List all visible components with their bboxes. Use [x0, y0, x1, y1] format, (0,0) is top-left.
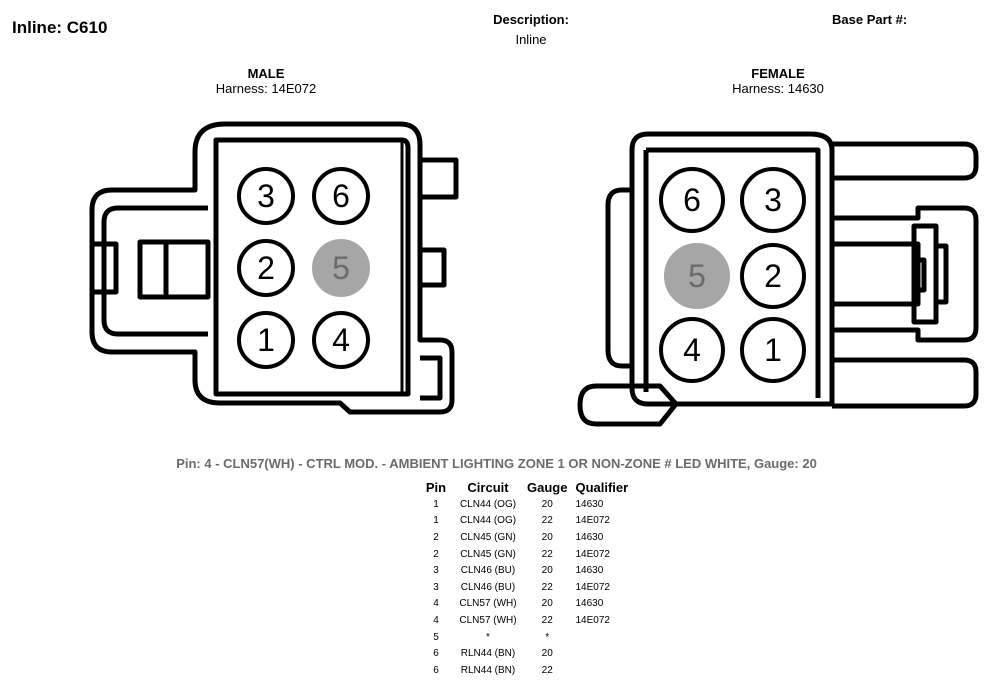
circuit-cell: CLN45 (GN)	[460, 531, 516, 543]
circuit-cell: RLN44 (BN)	[460, 664, 516, 676]
pin-cell: 1	[433, 498, 439, 510]
female-pin-label-6: 6	[683, 182, 701, 218]
female-pin-label-5: 5	[688, 258, 706, 294]
male-harness: Harness: 14E072	[215, 81, 317, 96]
gauge-cell: 20	[541, 498, 553, 510]
male-pin-label-4: 4	[332, 322, 350, 358]
qualifier-cell: 14E072	[575, 548, 610, 560]
header-circuit: Circuit	[467, 480, 509, 495]
base-part-label: Base Part #:	[832, 12, 908, 27]
qualifier-cell	[569, 629, 637, 646]
gauge-cell: *	[545, 631, 550, 643]
circuit-cell: CLN45 (GN)	[460, 548, 516, 560]
connector-title: Inline: C610	[12, 18, 108, 37]
gauge-cell: 22	[541, 664, 553, 676]
pin-cell: 3	[433, 565, 439, 577]
female-pin-3[interactable]	[740, 167, 806, 233]
male-pin-label-2: 2	[257, 250, 275, 286]
pin-cell: 3	[433, 581, 439, 593]
female-pin-2[interactable]	[740, 243, 806, 309]
qualifier-cell: 14630	[575, 498, 604, 510]
male-pin-label-5: 5	[332, 250, 350, 286]
circuit-cell: RLN44 (BN)	[460, 648, 516, 660]
pin-cell: 2	[433, 548, 439, 560]
table-row: 6 RLN44 (BN) 22	[421, 662, 637, 679]
table-row: 2 CLN45 (GN) 20 14630	[421, 529, 637, 546]
gauge-cell: 20	[541, 531, 553, 543]
pin-cell: 6	[433, 648, 439, 660]
circuit-cell: *	[486, 631, 490, 643]
gauge-cell: 22	[541, 614, 553, 626]
qualifier-cell: 14630	[575, 531, 604, 543]
gauge-cell: 20	[541, 648, 553, 660]
gauge-cell: 22	[541, 581, 553, 593]
pin-cell: 4	[433, 614, 439, 626]
male-pin-3[interactable]	[237, 167, 295, 225]
gauge-cell: 22	[541, 548, 553, 560]
circuit-cell: CLN44 (OG)	[459, 498, 517, 510]
description-label: Description:	[493, 12, 569, 27]
female-pin-5[interactable]	[664, 243, 730, 309]
female-pin-label-1: 1	[764, 332, 782, 368]
male-pin-5[interactable]	[312, 239, 370, 297]
table-row: 5 * *	[421, 629, 637, 646]
table-row: 1 CLN44 (OG) 20 14630	[421, 496, 637, 513]
female-harness: Harness: 14630	[732, 81, 824, 96]
table-row: 3 CLN46 (BU) 20 14630	[421, 562, 637, 579]
female-pin-6[interactable]	[659, 167, 725, 233]
pin-cell: 6	[433, 664, 439, 676]
male-pin-2[interactable]	[237, 239, 295, 297]
table-row: 2 CLN45 (GN) 22 14E072	[421, 546, 637, 563]
female-pin-1[interactable]	[740, 317, 806, 383]
male-pin-4[interactable]	[312, 311, 370, 369]
qualifier-cell: 14E072	[575, 614, 610, 626]
female-pin-4[interactable]	[659, 317, 725, 383]
male-pin-label-3: 3	[257, 178, 275, 214]
male-pin-1[interactable]	[237, 311, 295, 369]
gauge-cell: 22	[541, 515, 553, 527]
table-row: 4 CLN57 (WH) 20 14630	[421, 596, 637, 613]
female-pin-label-3: 3	[764, 182, 782, 218]
circuit-cell: CLN57 (WH)	[459, 598, 517, 610]
table-row: 6 RLN44 (BN) 20	[421, 645, 637, 662]
pin-cell: 1	[433, 515, 439, 527]
description-value: Inline	[515, 32, 547, 47]
circuit-cell: CLN57 (WH)	[459, 614, 517, 626]
header-qualifier: Qualifier	[575, 480, 629, 495]
male-title: MALE	[247, 66, 285, 81]
gauge-cell: 20	[541, 565, 553, 577]
circuit-cell: CLN44 (OG)	[459, 515, 517, 527]
qualifier-cell	[569, 662, 637, 679]
qualifier-cell	[569, 645, 637, 662]
female-title: FEMALE	[751, 66, 805, 81]
male-pin-label-1: 1	[257, 322, 275, 358]
female-pin-label-4: 4	[683, 332, 701, 368]
qualifier-cell: 14E072	[575, 515, 610, 527]
circuit-cell: CLN46 (BU)	[460, 565, 516, 577]
gauge-cell: 20	[541, 598, 553, 610]
table-row: 4 CLN57 (WH) 22 14E072	[421, 612, 637, 629]
male-pin-label-6: 6	[332, 178, 350, 214]
qualifier-cell: 14630	[575, 565, 604, 577]
pin-cell: 2	[433, 531, 439, 543]
table-row: 1 CLN44 (OG) 22 14E072	[421, 513, 637, 530]
pin-cell: 4	[433, 598, 439, 610]
selected-pin-info: Pin: 4 - CLN57(WH) - CTRL MOD. - AMBIENT…	[176, 456, 817, 471]
header-pin: Pin	[425, 480, 447, 495]
circuit-cell: CLN46 (BU)	[460, 581, 516, 593]
qualifier-cell: 14E072	[575, 581, 610, 593]
table-row: 3 CLN46 (BU) 22 14E072	[421, 579, 637, 596]
male-pin-6[interactable]	[312, 167, 370, 225]
pin-table-header: Pin Circuit Gauge Qualifier	[421, 479, 637, 496]
female-pin-label-2: 2	[764, 258, 782, 294]
pin-cell: 5	[433, 631, 439, 643]
header-gauge: Gauge	[527, 480, 568, 495]
qualifier-cell: 14630	[575, 598, 604, 610]
